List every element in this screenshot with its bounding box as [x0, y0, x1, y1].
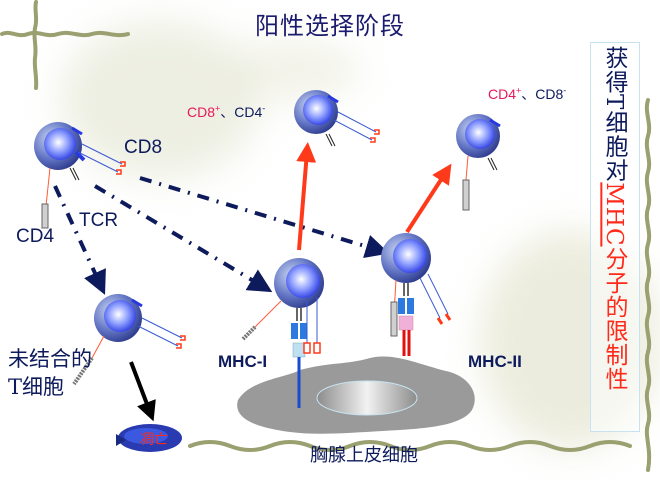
- unbound-label-line1: 未结合的: [8, 347, 92, 371]
- negative-marker: CD4: [234, 104, 263, 120]
- arrow-to-mhc-ii: [139, 176, 390, 259]
- side-note-box: [590, 42, 640, 432]
- unbound-t-cell: [72, 294, 186, 386]
- positive-marker: CD8: [187, 104, 216, 120]
- cd8-single-positive-cell: [294, 90, 380, 147]
- arrow-to-mhc-i: [93, 184, 273, 293]
- arrow-cd4-outcome: [405, 163, 452, 234]
- page-title: 阳性选择阶段: [255, 12, 405, 40]
- arrow-cd8-outcome: [296, 142, 317, 251]
- mhc-underlined: MHC: [601, 182, 627, 247]
- positive-marker: CD4: [488, 86, 517, 102]
- apoptosis-label: 凋亡: [140, 432, 168, 448]
- cd4-label: CD4: [16, 226, 55, 247]
- vine-decoration: [0, 0, 652, 472]
- cd4-single-positive-cell: [456, 114, 501, 211]
- negative-marker: CD8: [535, 86, 564, 102]
- cd8-label: CD8: [124, 137, 163, 158]
- selection-arrows: [53, 176, 390, 295]
- unbound-label-line2: T细胞: [8, 375, 65, 399]
- double-positive-t-cell: [34, 122, 126, 229]
- side-note: 获得T细胞对MHC分子的限制性: [601, 46, 627, 391]
- tcr-label: TCR: [79, 210, 119, 231]
- apoptotic-cell: [116, 424, 182, 452]
- epithelial-cell-label: 胸腺上皮细胞: [310, 445, 418, 466]
- nucleus: [316, 380, 418, 416]
- mhc-i-label: MHC-I: [218, 352, 268, 371]
- cd4-outcome-label: CD4+、CD8-: [488, 85, 567, 102]
- cd8-outcome-label: CD8+、CD4-: [187, 103, 266, 120]
- background-texture: [60, 20, 260, 180]
- background-texture: [230, 40, 360, 100]
- t-cell-mhc-i-binding: [241, 258, 324, 408]
- t-cell-mhc-ii-binding: [381, 233, 452, 356]
- arrow-apoptosis: [129, 361, 156, 422]
- mhc-ii-label: MHC-II: [468, 352, 522, 371]
- arrow-to-unbound: [53, 185, 106, 295]
